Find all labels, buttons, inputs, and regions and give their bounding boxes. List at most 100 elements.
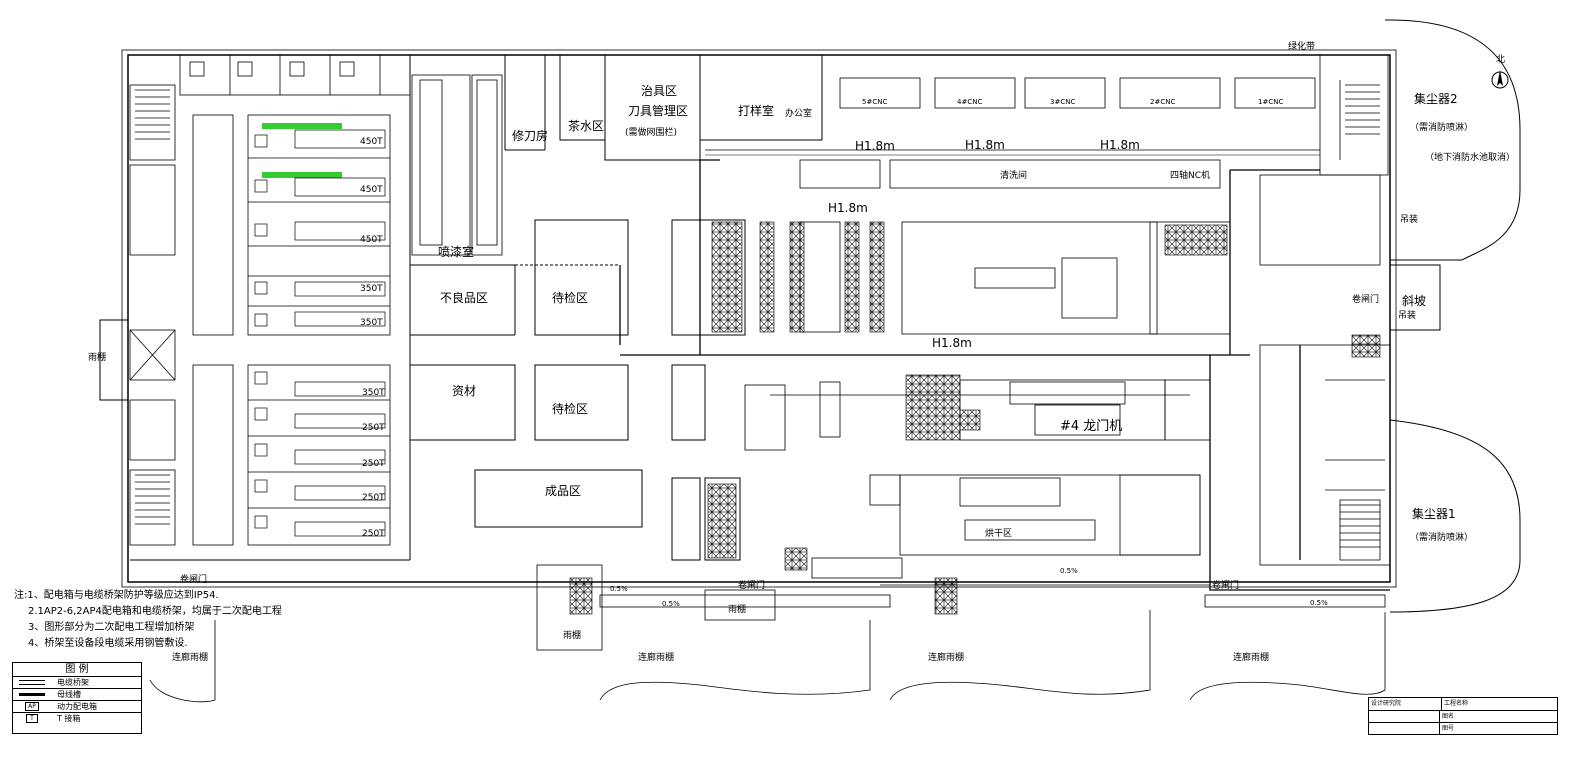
svg-text:集尘器2: 集尘器2 (1414, 91, 1458, 106)
svg-text:雨棚: 雨棚 (563, 629, 581, 641)
cnc-labels: 5#CNC 4#CNC 3#CNC 2#CNC 1#CNC (862, 98, 1283, 106)
svg-text:绿化带: 绿化带 (1288, 40, 1315, 52)
title-block: 设计研究院 工程名称 图名 图号 (1368, 697, 1558, 735)
bottom-canopies (149, 564, 1386, 703)
cable-trays (619, 159, 1390, 591)
svg-text:2#CNC: 2#CNC (1150, 98, 1175, 106)
svg-text:卷闸门: 卷闸门 (738, 579, 765, 591)
interior-walls (130, 55, 823, 561)
svg-text:350T: 350T (360, 284, 383, 294)
svg-text:250T: 250T (362, 529, 385, 539)
busway-symbol (13, 693, 51, 696)
svg-text:连廊雨棚: 连廊雨棚 (1233, 651, 1269, 663)
svg-text:打样室: 打样室 (738, 103, 774, 118)
svg-text:资材: 资材 (452, 384, 476, 398)
svg-text:雨棚: 雨棚 (728, 603, 746, 615)
svg-text:修刀房: 修刀房 (512, 128, 548, 143)
legend-row: T T 接箱 (13, 713, 141, 724)
svg-text:250T: 250T (362, 493, 385, 503)
misc-grid-boxes (569, 334, 1381, 615)
svg-text:450T: 450T (360, 235, 383, 245)
svg-text:#4 龙门机: #4 龙门机 (1060, 419, 1122, 434)
svg-text:成品区: 成品区 (545, 484, 581, 498)
slope-tags: 0.5% 0.5% 0.5% 0.5% (610, 567, 1328, 608)
grid-racks (707, 221, 1228, 559)
svg-text:斜坡: 斜坡 (1402, 294, 1426, 308)
svg-text:四轴NC机: 四轴NC机 (1170, 169, 1210, 181)
svg-text:茶水区: 茶水区 (568, 118, 604, 133)
svg-text:H1.8m: H1.8m (855, 139, 895, 153)
svg-text:450T: 450T (360, 137, 383, 147)
svg-text:350T: 350T (360, 318, 383, 328)
legend-row: 母线槽 (13, 689, 141, 701)
title-row-3: 图号 (1442, 725, 1455, 732)
legend-label: 电缆桥架 (57, 678, 89, 687)
svg-text:治具区: 治具区 (641, 84, 677, 98)
press-tonnage-labels: 450T 450T 450T 350T 350T 350T 250T 250T … (360, 137, 385, 539)
legend-row: 电缆桥架 (13, 677, 141, 689)
svg-text:（需消防喷淋）: （需消防喷淋） (1410, 531, 1473, 543)
svg-text:450T: 450T (360, 185, 383, 195)
t-box-symbol: T (13, 714, 51, 723)
svg-text:卷闸门: 卷闸门 (1352, 293, 1379, 305)
power-box-symbol: AP (13, 702, 51, 711)
building-outline (99, 19, 1521, 613)
left-stairs (129, 84, 176, 546)
press-green-markers (262, 123, 342, 178)
svg-text:刀具管理区: 刀具管理区 (628, 103, 688, 118)
svg-text:不良品区: 不良品区 (440, 290, 488, 305)
svg-text:连廊雨棚: 连廊雨棚 (172, 651, 208, 663)
legend: 图 例 电缆桥架 母线槽 AP 动力配电箱 T T 接箱 (12, 662, 142, 734)
svg-text:集尘器1: 集尘器1 (1412, 506, 1456, 521)
svg-text:H1.8m: H1.8m (932, 336, 972, 350)
svg-text:吊装: 吊装 (1398, 309, 1416, 321)
svg-text:0.5%: 0.5% (1060, 567, 1078, 575)
svg-text:0.5%: 0.5% (610, 585, 628, 593)
right-rooms (1259, 54, 1391, 566)
svg-text:连廊雨棚: 连廊雨棚 (928, 651, 964, 663)
svg-text:待检区: 待检区 (552, 401, 588, 416)
note-3: 3、图形部分为二次配电工程增加桥架 (28, 622, 195, 633)
svg-text:5#CNC: 5#CNC (862, 98, 887, 106)
svg-text:（地下消防水池取消）: （地下消防水池取消） (1425, 151, 1515, 163)
svg-text:卷闸门: 卷闸门 (1212, 579, 1239, 591)
svg-text:清洗间: 清洗间 (1000, 169, 1027, 181)
svg-text:连廊雨棚: 连廊雨棚 (638, 651, 674, 663)
svg-text:250T: 250T (362, 423, 385, 433)
svg-text:（需消防喷淋）: （需消防喷淋） (1410, 121, 1473, 133)
height-tags: H1.8m H1.8m H1.8m H1.8m H1.8m (828, 138, 1140, 350)
legend-label: 动力配电箱 (57, 702, 97, 711)
top-left-rooms (179, 54, 411, 96)
svg-text:(需做网围栏): (需做网围栏) (625, 126, 677, 138)
north-label: 北 (1496, 54, 1505, 65)
svg-text:H1.8m: H1.8m (965, 138, 1005, 152)
svg-text:卷闸门: 卷闸门 (180, 573, 207, 585)
title-row-1: 工程名称 (1444, 700, 1469, 707)
svg-text:H1.8m: H1.8m (828, 201, 868, 215)
svg-text:250T: 250T (362, 459, 385, 469)
press-area-upper (192, 114, 391, 546)
legend-label: T 接箱 (57, 714, 81, 723)
spray-room (411, 74, 503, 256)
svg-text:雨棚: 雨棚 (88, 351, 106, 363)
legend-row: AP 动力配电箱 (13, 701, 141, 713)
svg-text:350T: 350T (362, 388, 385, 398)
note-2: 2.1AP2-6,2AP4配电箱和电缆桥架，均属于二次配电工程 (28, 606, 282, 617)
center-equipment (744, 221, 1231, 579)
svg-text:0.5%: 0.5% (1310, 599, 1328, 607)
svg-text:吊装: 吊装 (1400, 213, 1418, 225)
svg-text:烘干区: 烘干区 (985, 527, 1012, 539)
svg-text:3#CNC: 3#CNC (1050, 98, 1075, 106)
legend-label: 母线槽 (57, 690, 81, 699)
north-arrow (1491, 70, 1509, 89)
title-company: 设计研究院 (1369, 698, 1442, 710)
svg-text:0.5%: 0.5% (662, 600, 680, 608)
note-4: 4、桥架至设备段电缆采用钢管敷设. (28, 638, 188, 649)
svg-text:办公室: 办公室 (785, 107, 812, 119)
press-machines (254, 129, 386, 537)
cnc-row (705, 77, 1320, 189)
svg-text:4#CNC: 4#CNC (957, 98, 982, 106)
svg-text:1#CNC: 1#CNC (1258, 98, 1283, 106)
note-1: 注:1、配电箱与电缆桥架防护等级应达到IP54. (14, 590, 219, 601)
